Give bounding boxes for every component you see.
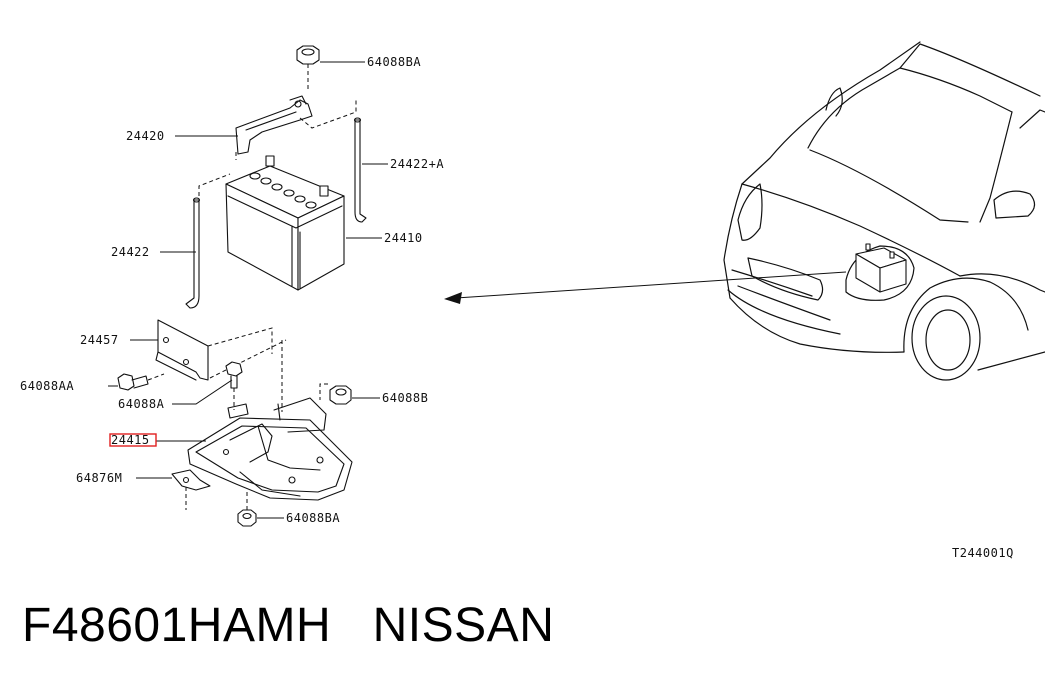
callout-24415[interactable]: 24415	[111, 433, 150, 447]
clip-64876m	[171, 469, 211, 491]
nut-64088ba-bottom	[237, 492, 257, 527]
callout-24422a[interactable]: 24422+A	[390, 157, 444, 171]
figure-code: T244001Q	[952, 546, 1014, 560]
part-number: F48601HAMH	[22, 599, 332, 652]
callout-64088ba-top[interactable]: 64088BA	[367, 55, 421, 69]
callout-highlight-box	[109, 433, 157, 447]
callout-24410[interactable]: 24410	[384, 231, 423, 245]
part-caption: F48601HAMH NISSAN	[22, 598, 554, 653]
location-arrow	[444, 271, 847, 304]
parts-diagram: 64088BA 24420 24422+A	[20, 41, 1045, 560]
callout-24420[interactable]: 24420	[126, 129, 165, 143]
car-outline	[723, 41, 1045, 381]
callout-64088a[interactable]: 64088A	[118, 397, 165, 411]
callout-64088aa[interactable]: 64088AA	[20, 379, 74, 393]
bolt-64088a	[225, 361, 243, 410]
callout-24422[interactable]: 24422	[111, 245, 150, 259]
rod-24422	[185, 173, 231, 309]
nut-64088ba-top	[296, 45, 320, 92]
bracket-24457	[155, 319, 287, 381]
callout-64876m[interactable]: 64876M	[76, 471, 122, 485]
nut-64088b	[319, 383, 352, 405]
bolt-64088aa	[117, 373, 165, 391]
battery-frame-24420	[235, 95, 357, 160]
brand-name: NISSAN	[372, 599, 555, 652]
rod-24422a	[353, 117, 367, 223]
battery-24410	[225, 155, 345, 291]
callout-64088b[interactable]: 64088B	[382, 391, 428, 405]
battery-tray-24415	[185, 340, 353, 510]
callout-64088ba-bottom[interactable]: 64088BA	[286, 511, 340, 525]
callout-24457[interactable]: 24457	[80, 333, 119, 347]
